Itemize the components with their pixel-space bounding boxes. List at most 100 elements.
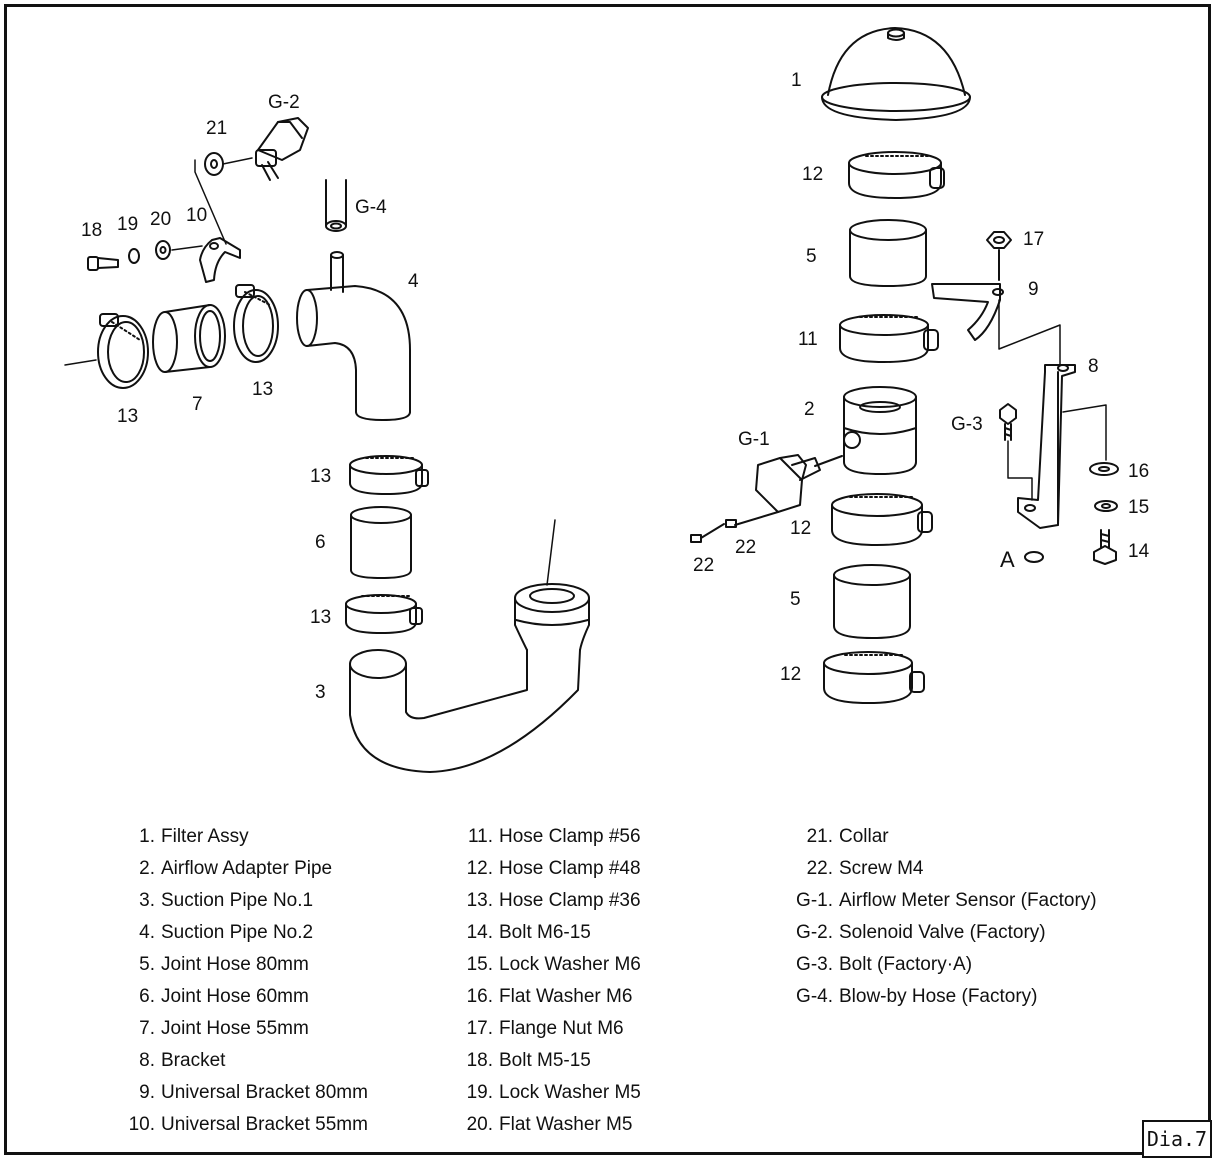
callout-14: 14 xyxy=(1128,541,1150,562)
hose-clamp-36-mid xyxy=(233,284,279,363)
callout-15: 15 xyxy=(1128,497,1150,518)
callout-2: 2 xyxy=(804,399,815,420)
callout-21: 21 xyxy=(206,118,228,139)
legend-item: 13.Hose Clamp #36 xyxy=(466,890,641,911)
hose-clamp-48-top xyxy=(848,151,945,199)
legend-item: 5.Joint Hose 80mm xyxy=(139,954,309,975)
legend-item: 10.Universal Bracket 55mm xyxy=(128,1114,368,1135)
legend-item: 18.Bolt M5-15 xyxy=(466,1050,591,1071)
legend-item: 4.Suction Pipe No.2 xyxy=(139,922,314,943)
leader-lines-left xyxy=(64,159,227,366)
legend-column-1: 1.Filter Assy 2.Airflow Adapter Pipe 3.S… xyxy=(5,821,368,1141)
legend-item: 20.Flat Washer M5 xyxy=(466,1114,633,1135)
flat-washer-m5 xyxy=(155,240,171,260)
callout-13-mid: 13 xyxy=(252,379,274,400)
callout-10: 10 xyxy=(186,205,208,226)
callout-g4: G-4 xyxy=(355,197,387,218)
callout-12-bottom: 12 xyxy=(780,664,802,685)
legend-item: 15.Lock Washer M6 xyxy=(466,954,641,975)
callout-3: 3 xyxy=(315,682,326,703)
hose-clamp-56 xyxy=(839,314,939,363)
callout-11: 11 xyxy=(798,329,818,350)
legend-item: 8.Bracket xyxy=(139,1050,226,1071)
callout-5-bottom: 5 xyxy=(790,589,801,610)
callout-1: 1 xyxy=(791,70,802,91)
legend-item: 3.Suction Pipe No.1 xyxy=(139,890,314,911)
leader-line-pipe xyxy=(546,519,556,586)
suction-pipe-no1 xyxy=(349,583,590,773)
callout-9: 9 xyxy=(1028,279,1039,300)
screws-m4 xyxy=(690,519,737,543)
joint-hose-80-bottom xyxy=(833,564,911,639)
legend-item: 17.Flange Nut M6 xyxy=(466,1018,624,1039)
diagram-frame xyxy=(4,4,1211,1155)
collar xyxy=(204,152,253,176)
callout-g1: G-1 xyxy=(738,429,770,450)
callout-7: 7 xyxy=(192,394,203,415)
flange-nut-m6 xyxy=(986,231,1012,281)
mount-point-a xyxy=(1024,551,1044,563)
callout-12-mid: 12 xyxy=(790,518,812,539)
legend-item: G-1.Airflow Meter Sensor (Factory) xyxy=(796,890,1097,911)
legend-item: G-2.Solenoid Valve (Factory) xyxy=(796,922,1046,943)
callout-19: 19 xyxy=(117,214,139,235)
legend-item: 12.Hose Clamp #48 xyxy=(466,858,641,879)
bolt-m5-15 xyxy=(87,256,119,271)
legend-column-2: 11.Hose Clamp #56 12.Hose Clamp #48 13.H… xyxy=(343,821,641,1141)
hose-clamp-36-left xyxy=(97,313,149,389)
callout-20: 20 xyxy=(150,209,172,230)
bracket xyxy=(1017,364,1076,529)
blow-by-hose xyxy=(325,179,347,232)
joint-hose-80-top xyxy=(849,219,927,287)
diagram-number-label: Dia.7 xyxy=(1142,1120,1212,1158)
bolt-m6-15 xyxy=(1093,529,1117,565)
joint-hose-60 xyxy=(350,506,412,579)
flat-washer-m6 xyxy=(1089,462,1119,476)
legend-item: 7.Joint Hose 55mm xyxy=(139,1018,309,1039)
hose-clamp-48-mid xyxy=(831,493,933,546)
callout-22-b: 22 xyxy=(693,555,715,576)
callout-17: 17 xyxy=(1023,229,1045,250)
lock-washer-m6 xyxy=(1094,500,1118,512)
legend-item: G-4.Blow-by Hose (Factory) xyxy=(796,986,1038,1007)
callout-22-a: 22 xyxy=(735,537,757,558)
callout-13-left: 13 xyxy=(117,406,139,427)
callout-5-top: 5 xyxy=(806,246,817,267)
callout-a: A xyxy=(1000,547,1015,572)
callout-12-top: 12 xyxy=(802,164,824,185)
leader-lines-right xyxy=(998,299,1107,501)
legend-item: 1.Filter Assy xyxy=(139,826,249,847)
suction-pipe-no2 xyxy=(296,251,411,421)
callout-4: 4 xyxy=(408,271,419,292)
legend-column-3: 21.Collar 22.Screw M4 G-1.Airflow Meter … xyxy=(683,821,1097,1013)
legend-item: 16.Flat Washer M6 xyxy=(466,986,633,1007)
legend-item: 14.Bolt M6-15 xyxy=(466,922,591,943)
airflow-adapter-pipe xyxy=(843,386,917,475)
callout-6: 6 xyxy=(315,532,326,553)
universal-bracket-55 xyxy=(199,237,241,283)
legend-item: 11.Hose Clamp #56 xyxy=(467,826,641,847)
filter-assy-part xyxy=(821,27,971,121)
legend-item: 9.Universal Bracket 80mm xyxy=(139,1082,368,1103)
callout-8: 8 xyxy=(1088,356,1099,377)
hose-clamp-48-bottom xyxy=(823,651,925,704)
hose-clamp-36-lower xyxy=(345,594,423,634)
legend-item: G-3.Bolt (Factory·A) xyxy=(796,954,973,975)
legend-item: 21.Collar xyxy=(806,826,889,847)
joint-hose-55 xyxy=(152,304,226,373)
callout-16: 16 xyxy=(1128,461,1150,482)
callout-18: 18 xyxy=(81,220,103,241)
bolt-factory xyxy=(999,403,1017,441)
legend-item: 2.Airflow Adapter Pipe xyxy=(139,858,333,879)
legend-item: 19.Lock Washer M5 xyxy=(466,1082,641,1103)
callout-g3: G-3 xyxy=(951,414,983,435)
airflow-meter-sensor xyxy=(734,454,843,526)
callout-g2: G-2 xyxy=(268,92,300,113)
hose-clamp-36-upper xyxy=(349,455,429,495)
callout-13-lower: 13 xyxy=(310,607,332,628)
lock-washer-m5 xyxy=(128,248,140,264)
legend-item: 6.Joint Hose 60mm xyxy=(139,986,309,1007)
legend-item: 22.Screw M4 xyxy=(806,858,924,879)
universal-bracket-80 xyxy=(931,283,1004,341)
